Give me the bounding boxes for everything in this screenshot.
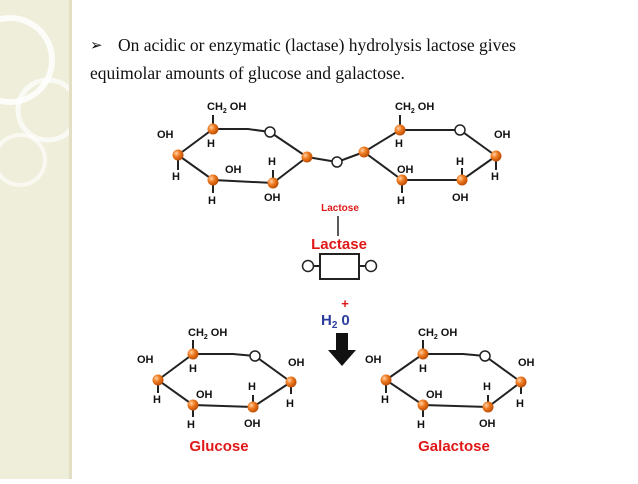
svg-text:H: H — [189, 363, 197, 375]
carbon-atom — [187, 399, 199, 411]
svg-text:OH: OH — [518, 357, 535, 369]
carbon-atom — [482, 401, 494, 413]
svg-text:H: H — [153, 394, 161, 406]
carbon-atom — [301, 151, 313, 163]
carbon-atom — [394, 124, 406, 136]
svg-text:H: H — [381, 394, 389, 406]
carbon-atom — [267, 177, 279, 189]
lactose-label: Lactose — [321, 203, 359, 214]
svg-text:H: H — [395, 138, 403, 150]
svg-text:H: H — [456, 156, 464, 168]
carbon-atom — [187, 348, 199, 360]
svg-text:H: H — [483, 381, 491, 393]
svg-text:H: H — [268, 156, 276, 168]
bullet-text-line-2: equimolar amounts of glucose and galacto… — [90, 63, 405, 83]
svg-text:OH: OH — [452, 192, 469, 204]
svg-text:OH: OH — [426, 389, 443, 401]
svg-text:OH: OH — [137, 354, 154, 366]
oxygen-atom — [331, 156, 343, 168]
bullet-text-line-1: On acidic or enzymatic (lactase) hydroly… — [118, 35, 516, 55]
svg-text:H: H — [208, 195, 216, 207]
glucose-label: Glucose — [189, 438, 248, 455]
carbon-atom — [417, 348, 429, 360]
carbon-atom — [358, 146, 370, 158]
svg-text:OH: OH — [288, 357, 305, 369]
svg-text:OH: OH — [264, 192, 281, 204]
bullet-point: ➢ On acidic or enzymatic (lactase) hydro… — [90, 31, 630, 87]
svg-text:H: H — [419, 363, 427, 375]
galactose-label: Galactose — [418, 438, 490, 455]
oxygen-atom — [249, 350, 261, 362]
carbon-atom — [380, 374, 392, 386]
svg-text:H: H — [491, 171, 499, 183]
svg-text:H: H — [187, 419, 195, 431]
down-arrow-icon — [328, 333, 356, 366]
svg-text:OH: OH — [225, 164, 242, 176]
plus-sign: + — [341, 296, 349, 311]
svg-text:OH: OH — [157, 129, 174, 141]
carbon-atom — [417, 399, 429, 411]
svg-text:OH: OH — [196, 389, 213, 401]
svg-text:H: H — [207, 138, 215, 150]
carbon-atom — [285, 376, 297, 388]
svg-text:OH: OH — [479, 418, 496, 430]
svg-text:OH: OH — [244, 418, 261, 430]
svg-text:OH: OH — [365, 354, 382, 366]
svg-text:H: H — [248, 381, 256, 393]
svg-text:OH: OH — [494, 129, 511, 141]
carbon-atom — [152, 374, 164, 386]
oxygen-atom — [264, 126, 276, 138]
carbon-atom — [172, 149, 184, 161]
carbon-atom — [207, 174, 219, 186]
svg-text:H: H — [172, 171, 180, 183]
side-divider — [69, 0, 72, 479]
carbon-atom — [396, 174, 408, 186]
carbon-atom — [490, 150, 502, 162]
svg-text:OH: OH — [397, 164, 414, 176]
decorative-side-band — [0, 0, 81, 479]
lactase-label: Lactase — [311, 236, 367, 253]
oxygen-atom — [454, 124, 466, 136]
arrow-bullet-icon: ➢ — [90, 36, 103, 54]
svg-text:H: H — [286, 398, 294, 410]
carbon-atom — [515, 376, 527, 388]
svg-text:H: H — [516, 398, 524, 410]
svg-text:H: H — [397, 195, 405, 207]
carbon-atom — [247, 401, 259, 413]
enzyme-icon — [301, 253, 378, 280]
carbon-atom — [207, 123, 219, 135]
svg-text:H: H — [417, 419, 425, 431]
lactose-left-ring-bonds — [177, 115, 338, 193]
carbon-atom — [456, 174, 468, 186]
oxygen-atom — [479, 350, 491, 362]
